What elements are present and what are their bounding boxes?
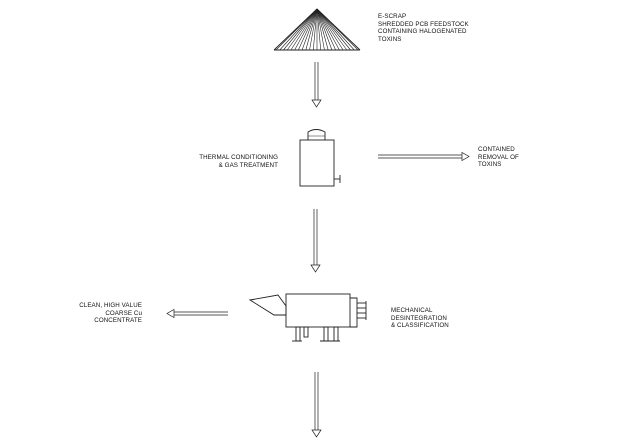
pile-ray xyxy=(316,8,340,51)
toxins-label-line-3: TOXINS xyxy=(478,161,502,169)
mechanical-label-line-3: & CLASSIFICATION xyxy=(391,322,449,330)
feedstock-pile-icon xyxy=(273,8,361,51)
pile-ray xyxy=(316,8,351,51)
pile-ray xyxy=(312,8,318,51)
feedstock-label-line-4: TOXINS xyxy=(378,35,402,43)
pile-ray xyxy=(298,8,318,51)
pile-ray xyxy=(305,8,318,51)
pile-ray xyxy=(275,8,318,51)
pile-ray xyxy=(316,8,329,51)
pile-ray xyxy=(279,8,318,51)
feedstock-label-line-1: E-SCRAP xyxy=(378,13,407,20)
pile-ray xyxy=(301,8,318,51)
toxins-label-line-1: CONTAINED xyxy=(478,146,515,153)
pile-ray xyxy=(294,8,318,51)
pile-ray xyxy=(316,8,359,51)
concentrate-label-line-1: CLEAN, HIGH VALUE xyxy=(79,302,142,309)
concentrate-label: CLEAN, HIGH VALUE COARSE Cu CONCENTRATE xyxy=(72,302,142,325)
pile-ray xyxy=(316,8,348,51)
flow-arrow-down-3 xyxy=(311,372,322,438)
pile-ray xyxy=(290,8,318,51)
pile-ray xyxy=(316,8,344,51)
toxins-label: CONTAINED REMOVAL OF TOXINS xyxy=(478,146,519,169)
pile-ray xyxy=(309,8,318,51)
flow-arrow-down-2 xyxy=(310,209,321,273)
mechanical-label: MECHANICAL DESINTEGRATION & CLASSIFICATI… xyxy=(391,307,449,330)
pile-ray xyxy=(316,8,333,51)
feedstock-label: E-SCRAP SHREDDED PCB FEEDSTOCK CONTAININ… xyxy=(378,13,469,43)
flow-arrow-down-1 xyxy=(311,62,322,108)
thermal-label: THERMAL CONDITIONING & GAS TREATMENT xyxy=(196,154,278,169)
thermal-label-line-1: THERMAL CONDITIONING xyxy=(199,154,278,161)
flow-arrow-right-toxins xyxy=(378,151,470,162)
pile-ray xyxy=(316,8,355,51)
feedstock-label-line-2: SHREDDED PCB FEEDSTOCK xyxy=(378,20,469,28)
concentrate-label-line-3: CONCENTRATE xyxy=(94,317,142,325)
pile-ray xyxy=(316,8,325,51)
thermal-column-icon xyxy=(299,129,341,187)
pile-ray xyxy=(316,8,336,51)
thermal-label-line-2: & GAS TREATMENT xyxy=(218,161,278,169)
toxins-label-line-2: REMOVAL OF xyxy=(478,153,519,161)
disintegration-machine-icon xyxy=(248,293,367,342)
pile-ray xyxy=(286,8,318,51)
pile-ray xyxy=(316,8,322,51)
concentrate-label-line-2: COARSE Cu xyxy=(105,309,142,317)
flow-arrow-left-concentrate xyxy=(166,308,228,319)
feedstock-label-line-3: CONTAINING HALOGENATED xyxy=(378,28,467,36)
mechanical-label-line-1: MECHANICAL xyxy=(391,307,433,314)
mechanical-label-line-2: DESINTEGRATION xyxy=(391,314,447,322)
pile-ray xyxy=(283,8,318,51)
